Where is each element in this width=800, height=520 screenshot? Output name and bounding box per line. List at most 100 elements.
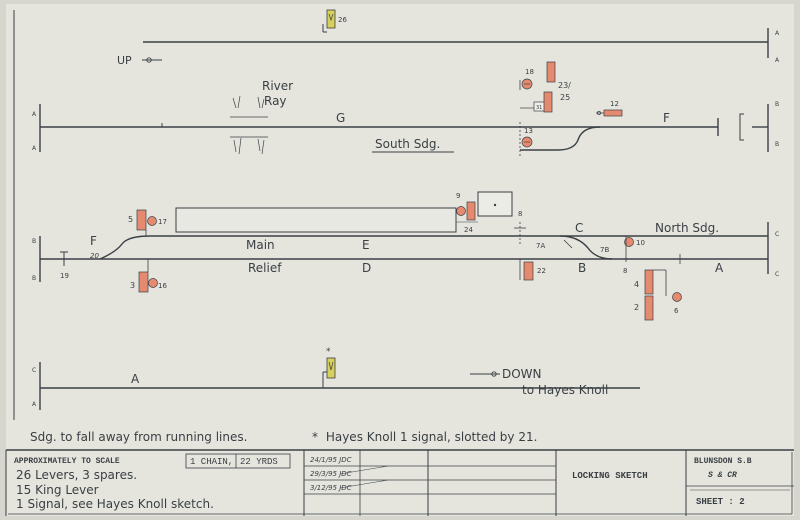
down-direction-label: DOWN bbox=[502, 367, 542, 381]
river-label: Ray bbox=[264, 94, 287, 108]
note-asterisk-mark: * bbox=[312, 430, 318, 444]
note-hayes-knoll: Hayes Knoll 1 signal, slotted by 21. bbox=[326, 430, 538, 444]
strike-through bbox=[339, 465, 389, 475]
lever-number: 24 bbox=[464, 226, 473, 234]
title-block bbox=[5, 449, 794, 516]
signal-26-mark bbox=[328, 13, 334, 22]
edge-letter: B bbox=[775, 141, 779, 148]
signal-23-arm bbox=[546, 61, 556, 83]
company-name: S & CR bbox=[708, 471, 737, 480]
signal-6-disc bbox=[672, 292, 682, 302]
up-direction-label: UP bbox=[117, 54, 132, 67]
signal-22-arm bbox=[523, 261, 534, 281]
lever-count: 26 Levers, 3 spares. bbox=[16, 468, 137, 482]
lever-number: 17 bbox=[158, 218, 167, 226]
edge-letter: C bbox=[775, 271, 779, 278]
up-arrow-ring bbox=[146, 57, 152, 63]
signal-12-arm bbox=[603, 109, 623, 117]
lever-number: 8 bbox=[518, 210, 522, 218]
edge-letter: A bbox=[32, 145, 37, 152]
relief-label: Relief bbox=[248, 261, 282, 275]
edge-letter: A bbox=[32, 111, 37, 118]
drawing-type: LOCKING SKETCH bbox=[572, 471, 648, 481]
edge-letter: C bbox=[32, 367, 36, 374]
bridge-piers-top bbox=[232, 95, 265, 109]
crossover bbox=[563, 239, 573, 249]
south-siding-label: South Sdg. bbox=[375, 137, 440, 151]
lever-number: 4 bbox=[634, 280, 639, 289]
section-label-g: G bbox=[336, 111, 345, 125]
edge-letter: B bbox=[32, 275, 36, 282]
signal-hayes-mark bbox=[328, 361, 334, 371]
section-label-f: F bbox=[663, 111, 670, 125]
edge-letter: A bbox=[775, 57, 780, 64]
lever-number: 8 bbox=[623, 267, 627, 275]
section-label-a: A bbox=[715, 261, 724, 275]
bridge-piers-bottom bbox=[233, 137, 265, 155]
lever-number: 13 bbox=[524, 127, 533, 135]
signal-12-lamp bbox=[597, 111, 601, 115]
signal-10-disc bbox=[624, 237, 634, 247]
lever-number: 26 bbox=[338, 16, 347, 24]
signal-3-arm bbox=[138, 271, 149, 293]
bridge-deck bbox=[230, 116, 268, 138]
king-lever: 15 King Lever bbox=[16, 483, 99, 497]
signal-25-arm bbox=[543, 91, 553, 113]
destination-label: to Hayes Knoll bbox=[522, 383, 608, 397]
signal-box-dot bbox=[493, 203, 497, 207]
revision-date: 29/3/95 JDC bbox=[310, 470, 352, 478]
revision-date: 3/12/95 JDC bbox=[310, 484, 352, 492]
note-asterisk: * Hayes Knoll 1 signal, slotted by 21. bbox=[312, 430, 537, 444]
lever-number: 31 bbox=[536, 105, 542, 111]
sheet-number: SHEET : 2 bbox=[696, 497, 745, 507]
section-label-c: C bbox=[575, 221, 583, 235]
edge-letter: B bbox=[775, 101, 779, 108]
signal-hayes-knoll-yellow bbox=[326, 357, 336, 379]
river-label: River bbox=[262, 79, 293, 93]
note-siding: Sdg. to fall away from running lines. bbox=[30, 430, 247, 444]
edge-letter: C bbox=[775, 231, 779, 238]
lever-number: 22 bbox=[537, 267, 546, 275]
edge-letter: A bbox=[32, 401, 37, 408]
strike-through bbox=[339, 479, 389, 489]
main-label: Main bbox=[246, 238, 275, 252]
signal-16-disc bbox=[148, 278, 158, 288]
lever-number: 9 bbox=[456, 192, 460, 200]
revision-date: 24/1/95 JDC bbox=[310, 456, 352, 464]
section-label-a: A bbox=[131, 372, 140, 386]
scale-yards: 22 YRDS bbox=[240, 457, 278, 467]
lever-number: 25 bbox=[560, 93, 570, 102]
lever-number: 19 bbox=[60, 272, 69, 280]
down-arrow-ring bbox=[491, 371, 497, 377]
north-siding-label: North Sdg. bbox=[655, 221, 719, 235]
lever-number: 2 bbox=[634, 303, 639, 312]
section-label-f: F bbox=[90, 234, 97, 248]
lever-number: 3 bbox=[130, 281, 135, 290]
lever-number: 12 bbox=[610, 100, 619, 108]
section-label-e: E bbox=[362, 238, 370, 252]
signal-note: 1 Signal, see Hayes Knoll sketch. bbox=[16, 497, 214, 511]
section-label-d: D bbox=[362, 261, 371, 275]
edge-letter: A bbox=[775, 30, 780, 37]
signal-box-name: BLUNSDON S.B bbox=[694, 457, 752, 466]
edge-letter: B bbox=[32, 238, 36, 245]
asterisk-mark: * bbox=[326, 347, 331, 357]
signal-17-disc bbox=[147, 216, 157, 226]
south-siding bbox=[520, 126, 601, 151]
paper bbox=[6, 4, 794, 516]
lever-number: 18 bbox=[525, 68, 534, 76]
lever-number: 10 bbox=[636, 239, 645, 247]
lever-number: 5 bbox=[128, 215, 133, 224]
lever-number: 6 bbox=[674, 307, 679, 315]
lever-number: 7A bbox=[536, 242, 545, 250]
lever-number: 7B bbox=[600, 246, 609, 254]
signal-24-arm bbox=[466, 201, 476, 221]
scale-note: APPROXIMATELY TO SCALE bbox=[14, 457, 120, 466]
lever-number: 20 bbox=[90, 252, 99, 260]
signal-2-arm bbox=[644, 295, 654, 321]
signal-4-arm bbox=[644, 269, 654, 295]
section-label-b: B bbox=[578, 261, 586, 275]
scale-chain: 1 CHAIN, bbox=[190, 457, 233, 467]
